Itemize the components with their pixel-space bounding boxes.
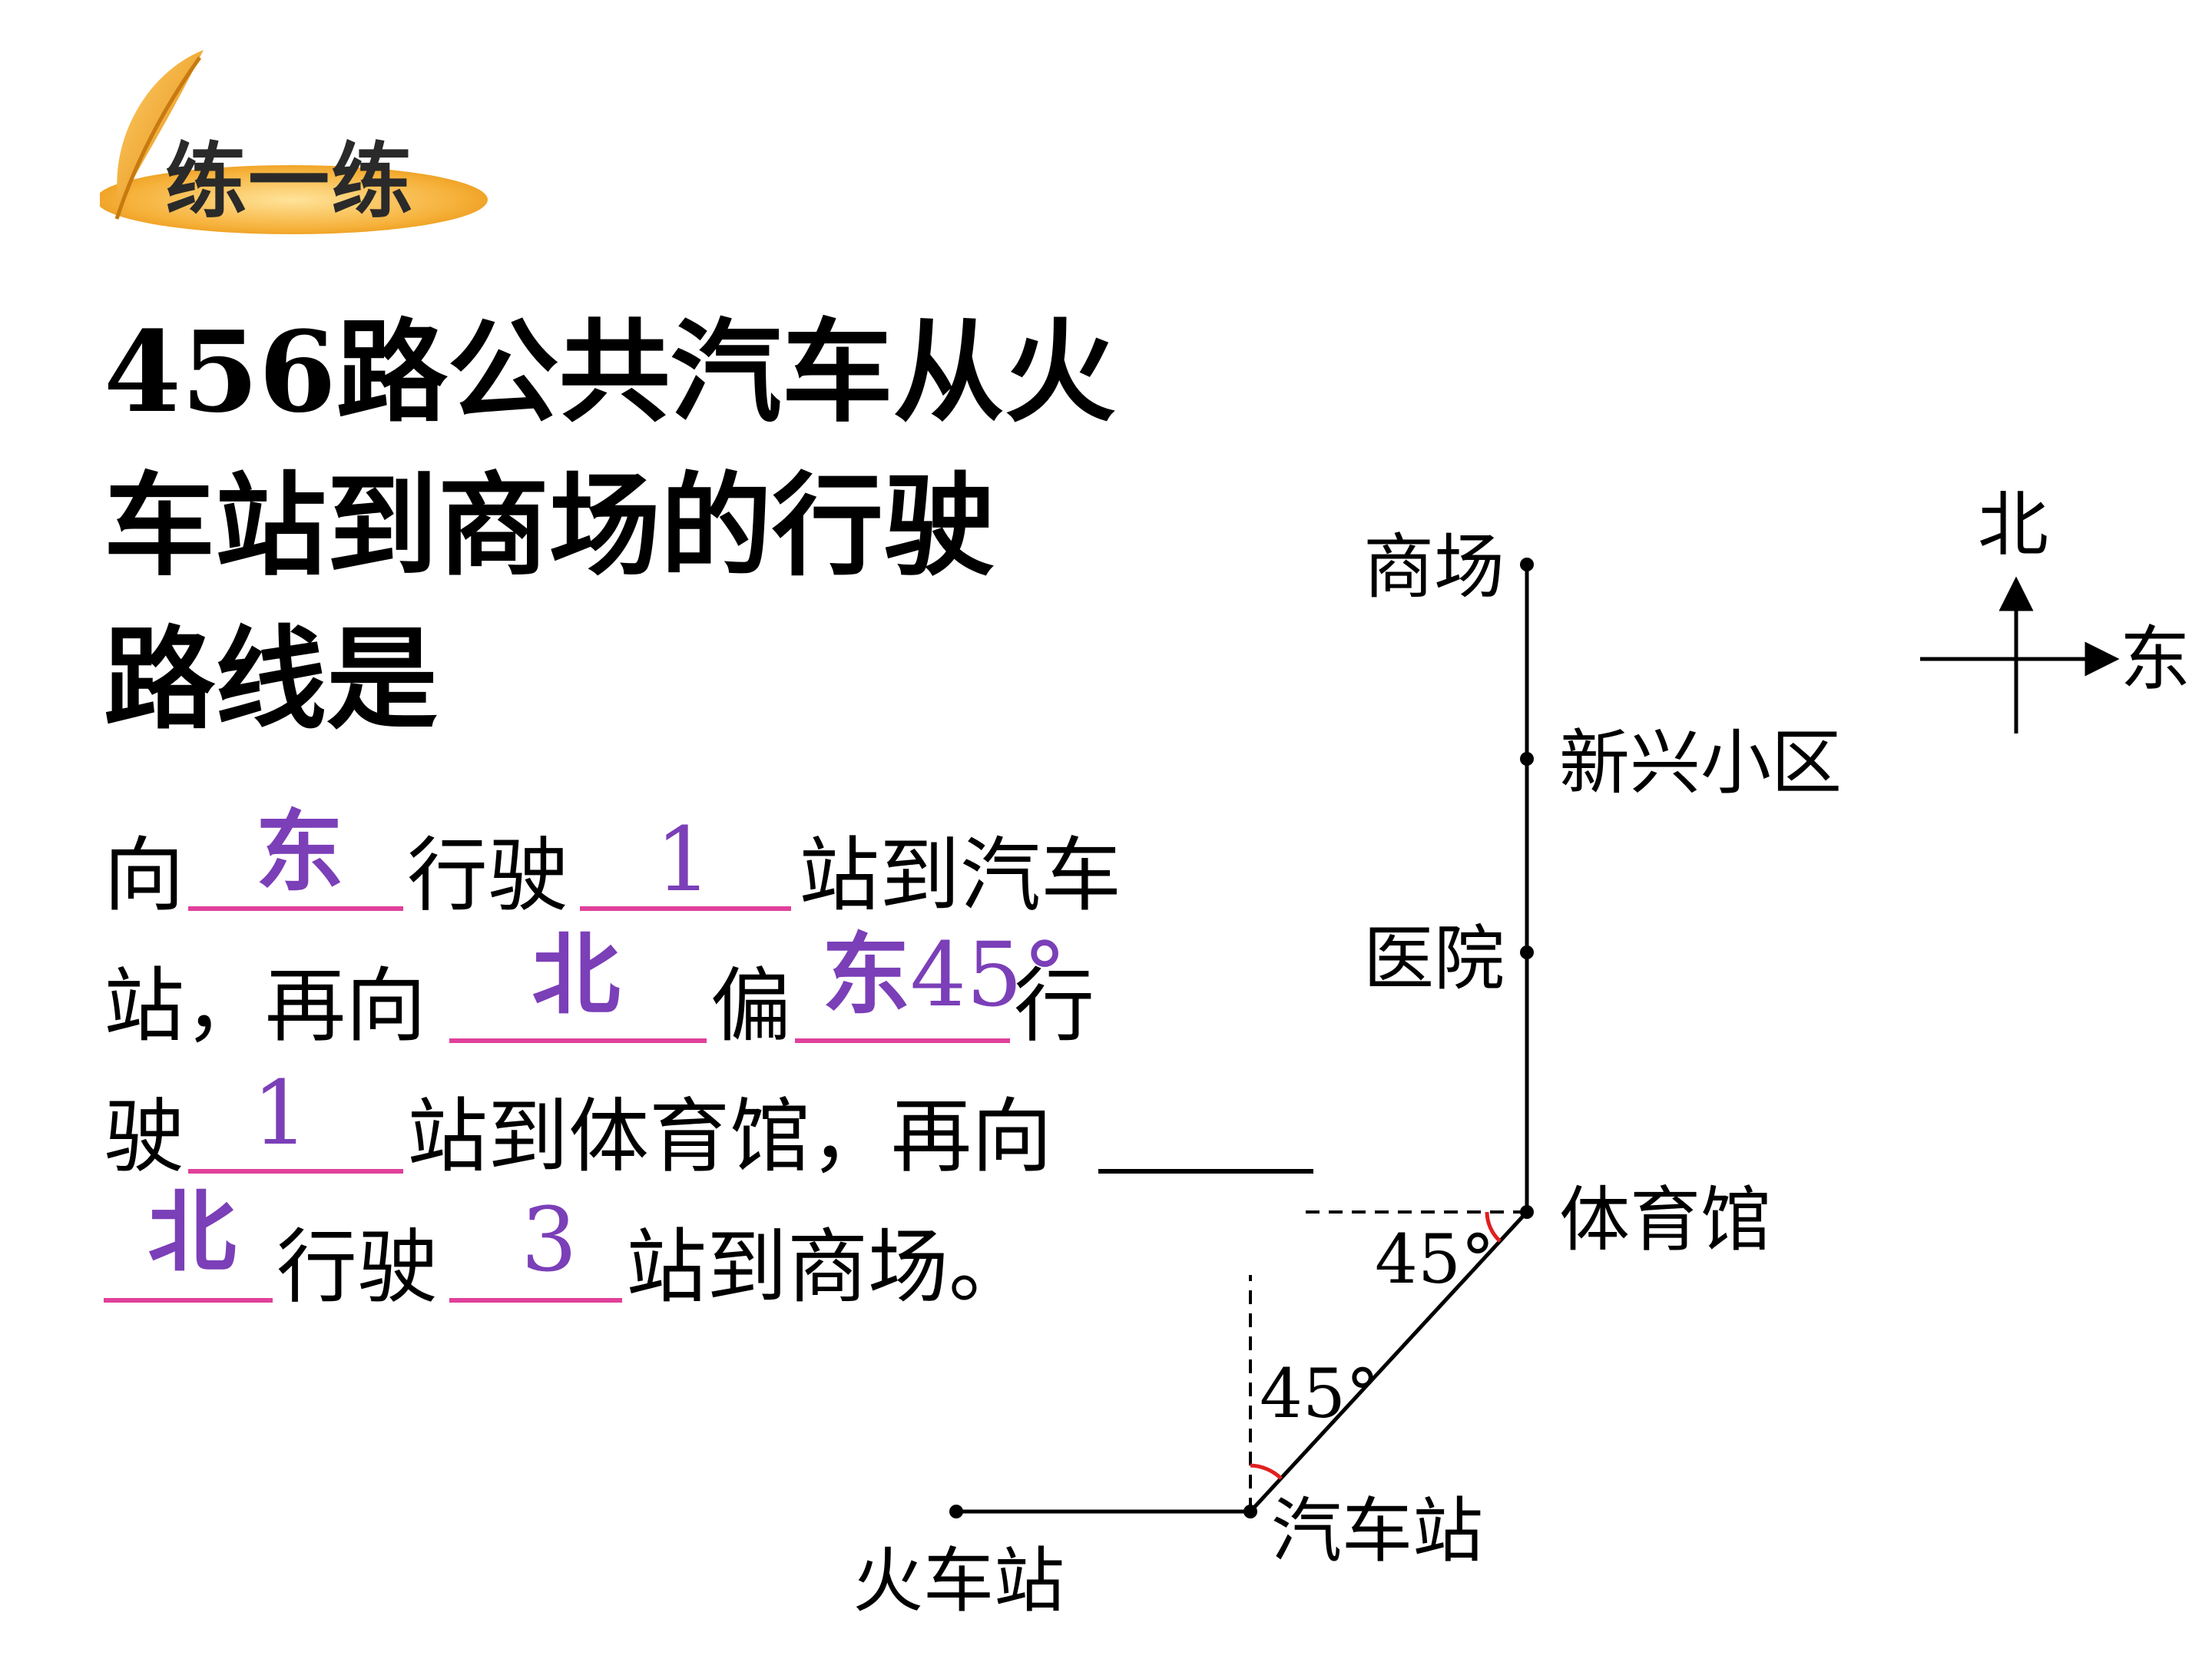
question-text: 偏 xyxy=(710,959,792,1053)
point-train-station xyxy=(949,1505,963,1518)
answer-blank-4-angle: 45° xyxy=(910,924,1067,1027)
angle-mark xyxy=(1485,1211,1502,1243)
title-line: 456路公共汽车从火 xyxy=(104,307,1116,438)
question-text: 行驶 xyxy=(407,829,569,922)
blank-line xyxy=(104,1298,273,1303)
answer-blank-4-direction: 东 xyxy=(822,924,911,1027)
blank-line xyxy=(580,906,791,911)
point-gym xyxy=(1520,1205,1534,1219)
question-text: 向 xyxy=(104,829,185,922)
angle-label-lower: 45° xyxy=(1260,1354,1379,1433)
blank-line xyxy=(795,1038,1010,1043)
question-text: 站，再向 xyxy=(104,959,427,1053)
angle-mark xyxy=(1250,1463,1283,1480)
answer-blank-7: 3 xyxy=(521,1189,578,1292)
question-text: 驶 xyxy=(104,1090,185,1184)
title-line: 车站到商场的行驶 xyxy=(104,461,995,591)
question-text: 站到商场。 xyxy=(626,1220,1030,1314)
practice-badge xyxy=(96,42,499,242)
title-line: 路线是 xyxy=(104,614,438,745)
label-hospital: 医院 xyxy=(1363,918,1505,1000)
answer-blank-5: 1 xyxy=(252,1062,309,1165)
label-mall: 商场 xyxy=(1363,526,1505,608)
point-bus-station xyxy=(1243,1505,1257,1518)
route-segment-bus-to-gym xyxy=(1249,1210,1528,1513)
badge-label: 练一练 xyxy=(165,134,414,229)
blank-line xyxy=(449,1298,622,1303)
question-text: 行驶 xyxy=(276,1220,439,1314)
answer-blank-3: 北 xyxy=(531,924,621,1027)
label-bus-station: 汽车站 xyxy=(1271,1490,1483,1572)
question-text: 行 xyxy=(1014,959,1095,1053)
question-text: 站到汽车 xyxy=(799,829,1122,922)
compass-east-label: 东 xyxy=(2120,618,2190,700)
point-hospital xyxy=(1520,945,1534,959)
answer-blank-6: 北 xyxy=(147,1181,237,1284)
answer-blank-1: 东 xyxy=(255,801,344,904)
answer-blank-2: 1 xyxy=(655,809,712,912)
label-train-station: 火车站 xyxy=(853,1540,1065,1622)
blank-line xyxy=(188,906,403,911)
blank-line xyxy=(1098,1169,1313,1174)
feather-icon xyxy=(96,50,488,234)
label-gym: 体育馆 xyxy=(1559,1179,1771,1261)
question-text: 站到体育馆，再向 xyxy=(407,1090,1053,1184)
problem-title: 456路公共汽车从火 车站到商场的行驶 路线是 xyxy=(104,296,1202,757)
point-mall xyxy=(1520,558,1534,571)
blank-line xyxy=(188,1169,403,1174)
angle-label-upper: 45° xyxy=(1375,1220,1495,1299)
fill-in-question: 向 东 行驶 1 站到汽车 站，再向 北 偏 东 45° 行 驶 1 站到体育馆… xyxy=(0,0,1321,1344)
blank-line xyxy=(449,1038,707,1043)
label-community: 新兴小区 xyxy=(1559,722,1842,804)
compass-icon xyxy=(1920,576,2120,733)
compass-north-label: 北 xyxy=(1978,484,2048,566)
point-community xyxy=(1520,752,1534,766)
